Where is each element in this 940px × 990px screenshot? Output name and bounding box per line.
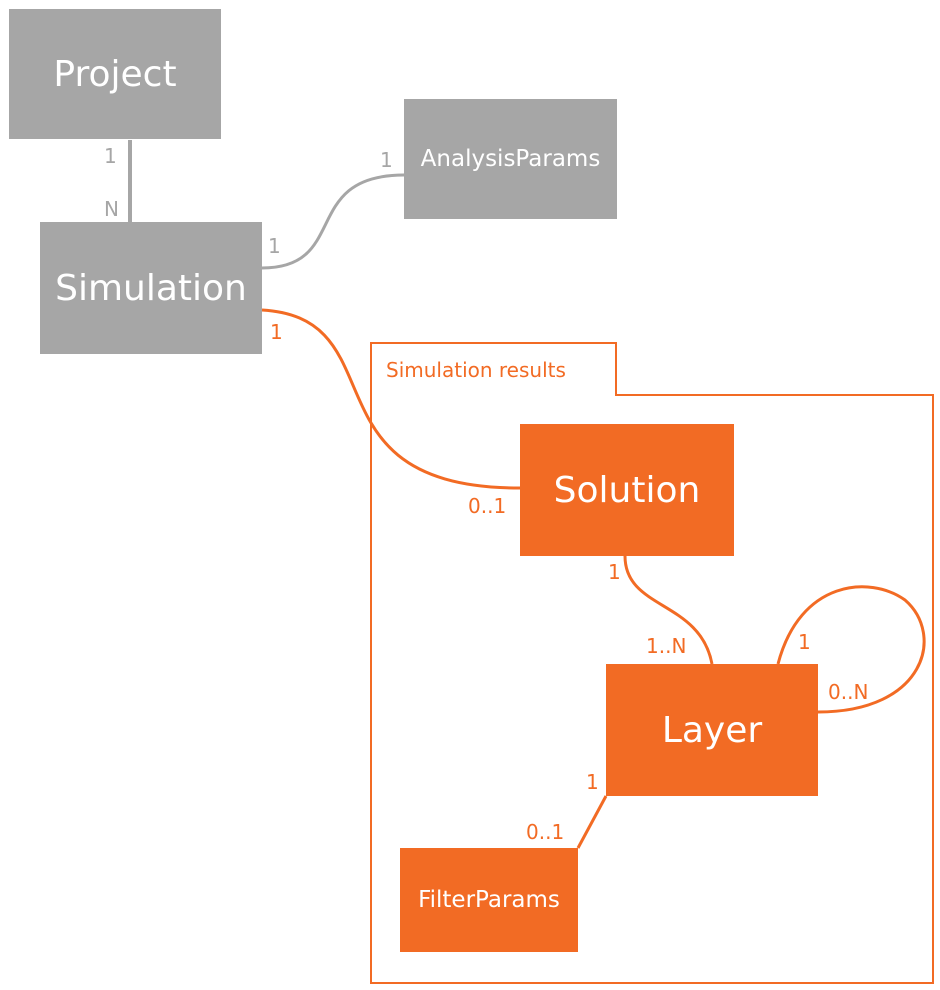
entity-project[interactable]: Project <box>9 9 221 139</box>
entity-solution-label: Solution <box>553 469 701 511</box>
entity-project-label: Project <box>53 53 177 95</box>
connector-solution-layer <box>623 555 714 665</box>
mult-simulation-end-n: N <box>104 197 119 221</box>
entity-layer-label: Layer <box>661 709 763 751</box>
mult-layer-self-child: 0..N <box>828 680 869 704</box>
connector-layer-filterparams <box>576 795 608 849</box>
simulation-results-frame <box>370 394 934 984</box>
mult-simulation-analysis-sim: 1 <box>268 234 281 258</box>
mult-layer-self-parent: 1 <box>798 630 811 654</box>
connector-simulation-analysisparams <box>261 173 405 270</box>
mult-solution-layer-sol: 1 <box>608 560 621 584</box>
entity-filter-params[interactable]: FilterParams <box>400 848 578 952</box>
simulation-results-title: Simulation results <box>386 358 566 382</box>
entity-solution[interactable]: Solution <box>520 424 734 556</box>
connector-simulation-solution <box>261 308 521 490</box>
simulation-results-tab: Simulation results <box>370 342 617 396</box>
connector-layer-self <box>776 585 926 714</box>
entity-layer[interactable]: Layer <box>606 664 818 796</box>
mult-layer-filter-filter: 0..1 <box>526 820 565 844</box>
entity-filter-params-label: FilterParams <box>418 887 560 913</box>
mult-simulation-analysis-ap: 1 <box>380 148 393 172</box>
mult-solution-layer-layer: 1..N <box>646 634 687 658</box>
entity-analysis-params[interactable]: AnalysisParams <box>404 99 617 219</box>
mult-simulation-solution-sim: 1 <box>270 320 283 344</box>
entity-simulation-label: Simulation <box>55 267 247 309</box>
mult-project-end: 1 <box>104 144 117 168</box>
entity-analysis-params-label: AnalysisParams <box>420 146 601 172</box>
mult-layer-filter-layer: 1 <box>586 770 599 794</box>
mult-simulation-solution-sol: 0..1 <box>468 494 507 518</box>
entity-simulation[interactable]: Simulation <box>40 222 262 354</box>
